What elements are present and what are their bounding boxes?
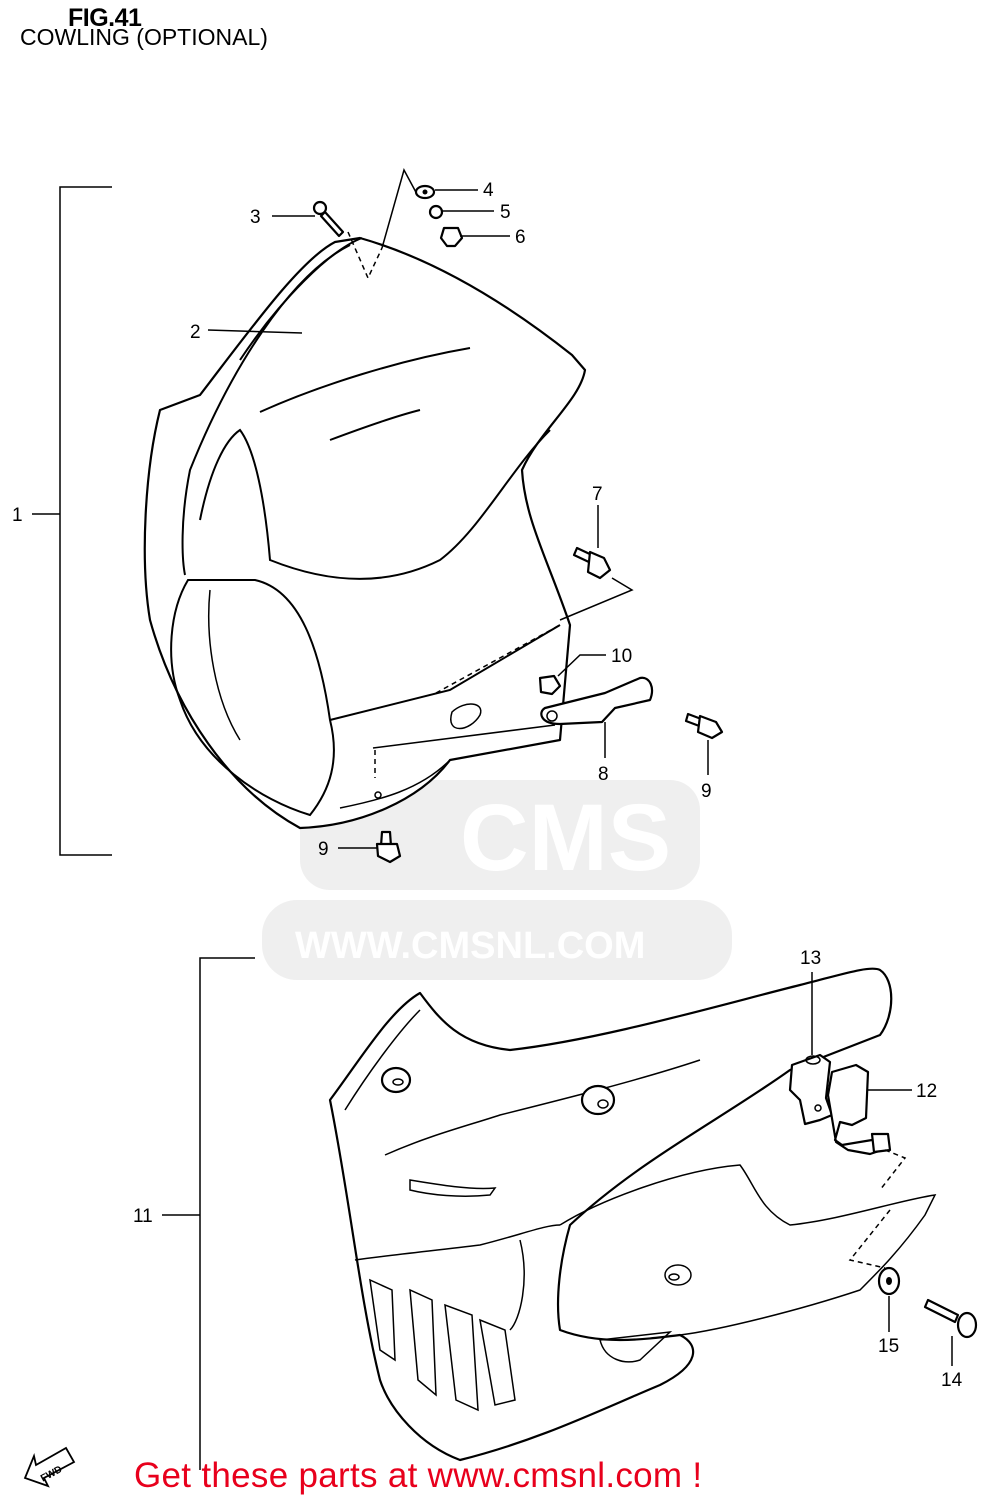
callout-15: 15 (878, 1336, 899, 1357)
callout-12: 12 (916, 1081, 937, 1102)
footer-link-text[interactable]: Get these parts at www.cmsnl.com ! (134, 1456, 703, 1495)
figure-subtitle: COWLING (OPTIONAL) (20, 24, 268, 50)
nut-5 (428, 204, 444, 220)
screw-3 (312, 200, 345, 238)
clamp-12 (826, 1063, 892, 1156)
figure-number: FIG.41 (68, 4, 142, 32)
forward-direction-arrow: FWD (23, 1446, 76, 1488)
callout-4: 4 (483, 180, 494, 201)
bracket-8 (540, 676, 654, 726)
callout-6: 6 (515, 227, 526, 248)
bolt-9-right (684, 712, 724, 740)
callout-14: 14 (941, 1370, 963, 1391)
washer-4 (414, 184, 436, 200)
callout-11: 11 (133, 1206, 153, 1227)
watermark-brand: CMS (460, 785, 671, 891)
callout-7: 7 (592, 484, 603, 505)
lower-cowling (328, 967, 937, 1462)
upper-cowling (143, 236, 587, 830)
bolt-9-bottom (375, 830, 402, 864)
callout-1: 1 (12, 505, 23, 526)
callout-9-bottom: 9 (318, 839, 329, 860)
nut-10 (538, 674, 562, 696)
watermark-url: WWW.CMSNL.COM (295, 925, 645, 967)
bracket-1 (32, 186, 112, 856)
bracket-13 (788, 1053, 834, 1126)
bolt-7 (572, 546, 612, 580)
callout-9-right: 9 (701, 781, 712, 802)
callout-5: 5 (500, 202, 511, 223)
callout-3: 3 (250, 207, 261, 228)
callout-8: 8 (598, 764, 609, 785)
nut-6 (439, 226, 464, 248)
bolt-14 (923, 1298, 978, 1339)
washer-15 (877, 1266, 901, 1296)
callout-2: 2 (190, 322, 201, 343)
callout-13: 13 (800, 948, 821, 969)
callout-10: 10 (611, 646, 632, 667)
bracket-11 (162, 957, 255, 1470)
